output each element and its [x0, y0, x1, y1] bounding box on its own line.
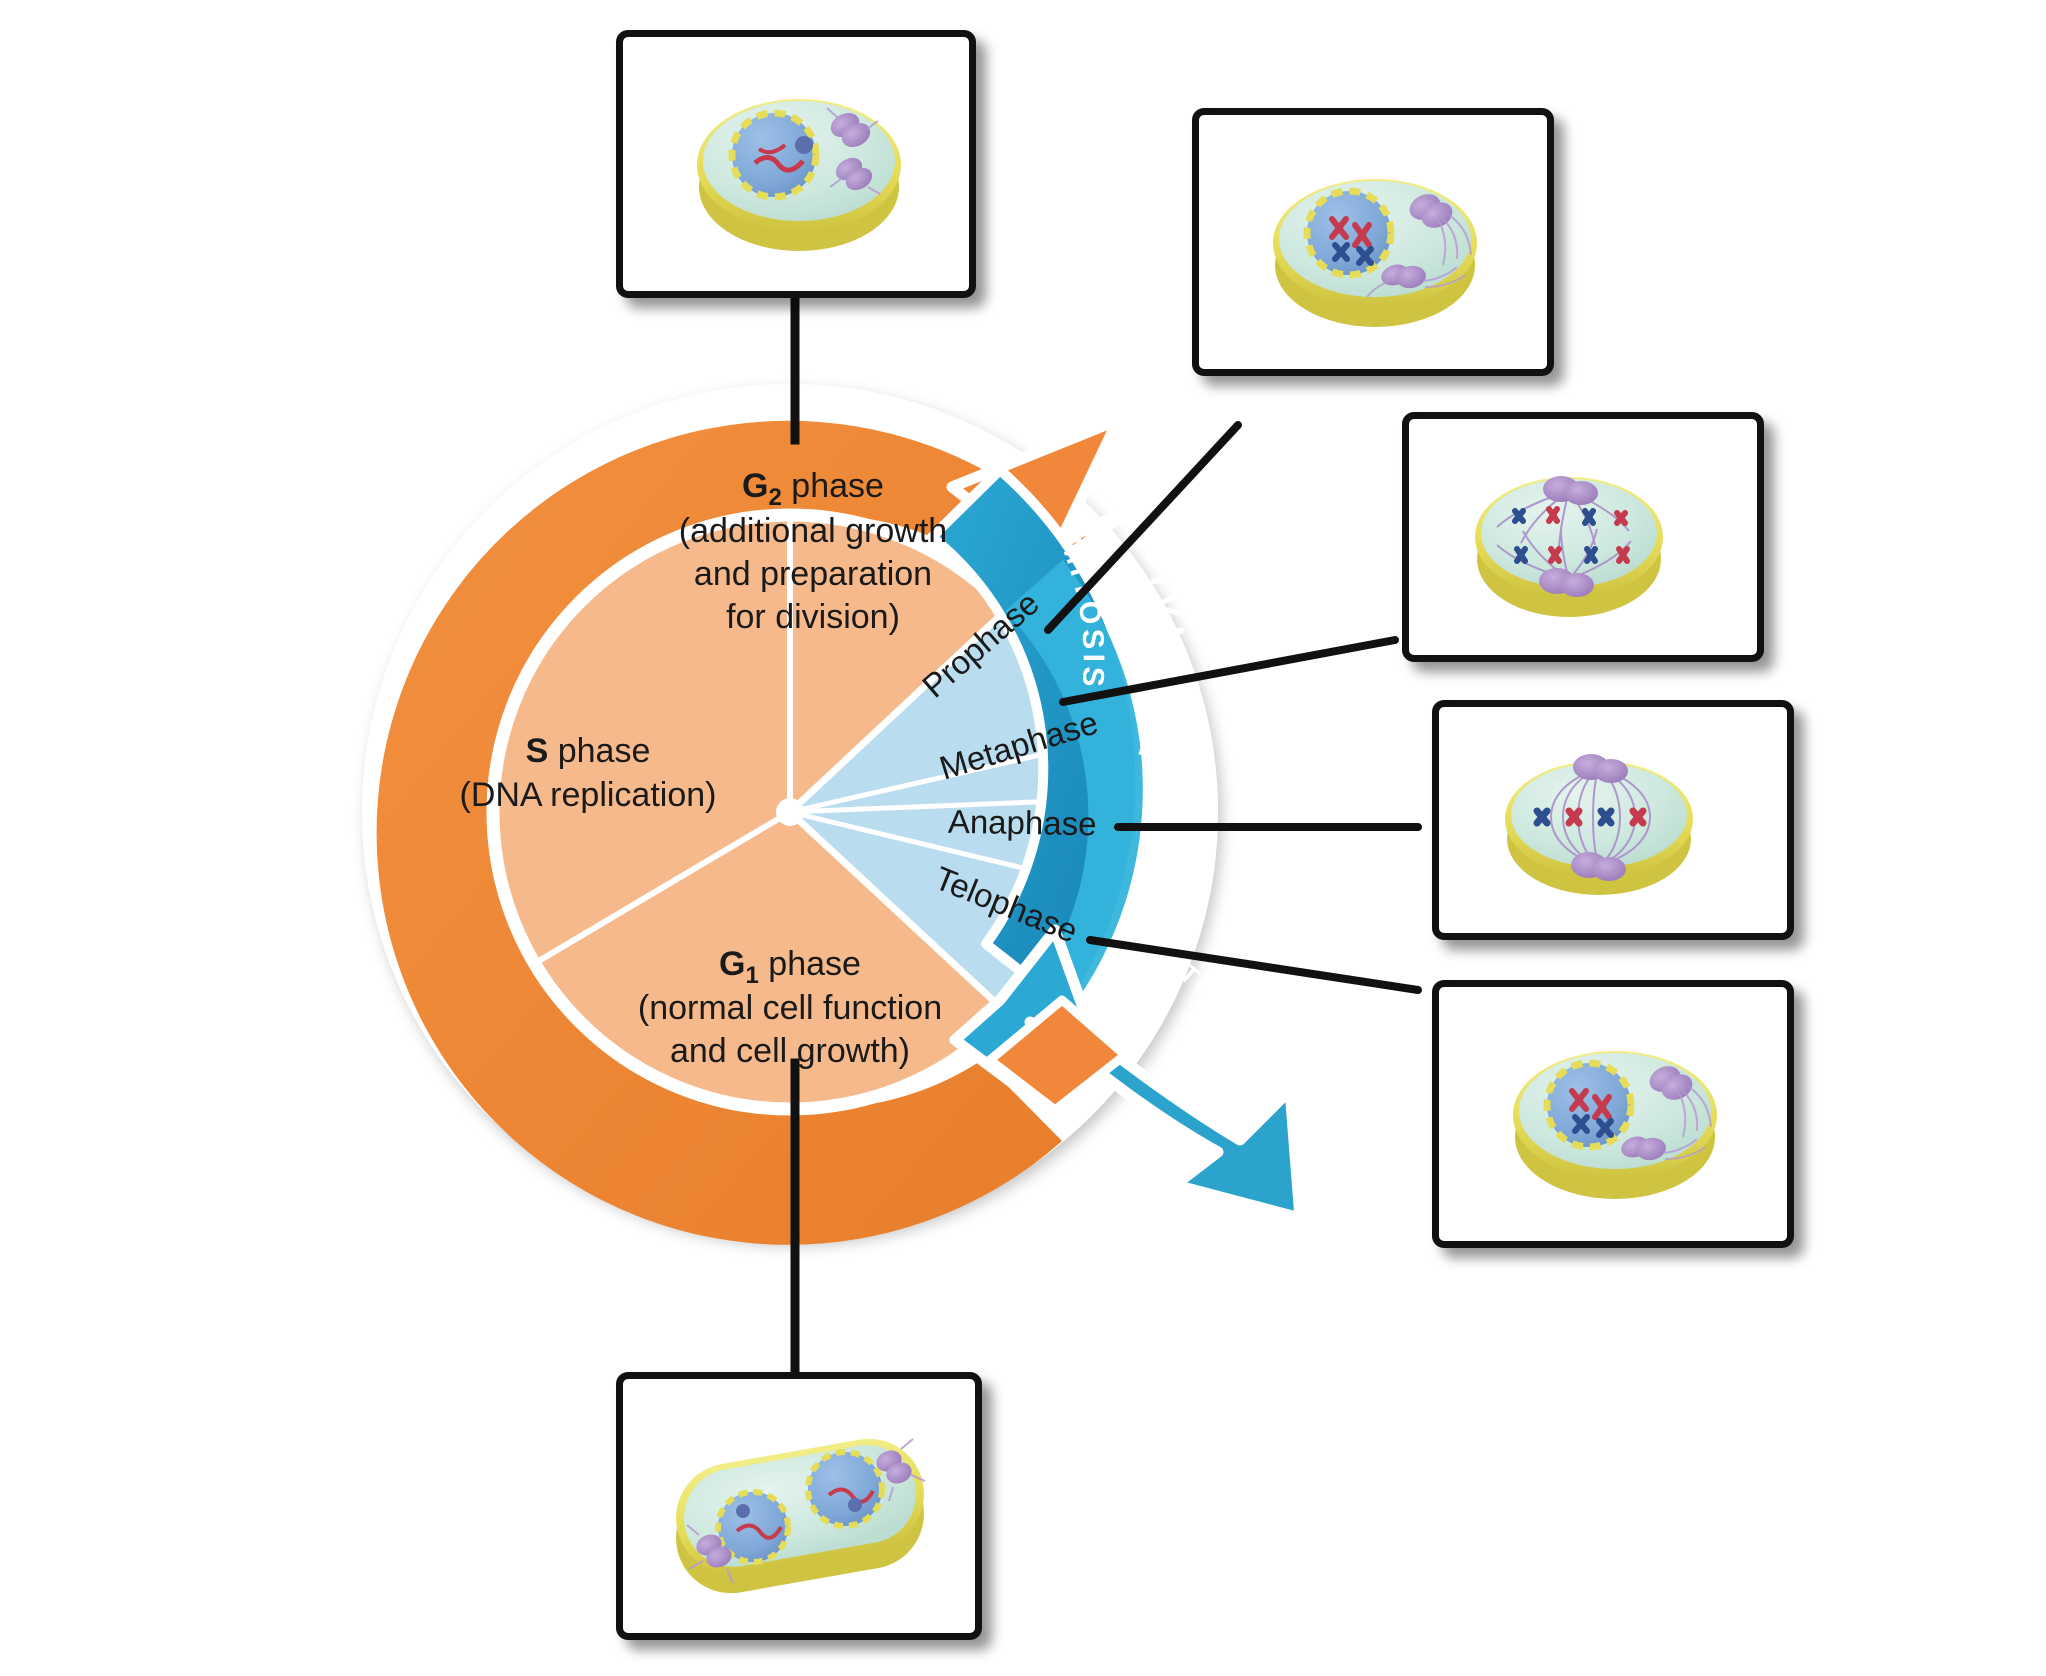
svg-text:G1 phase: G1 phase — [719, 945, 861, 989]
cell-image-box-metaphase — [1432, 700, 1794, 940]
s-sector-label: S phase (DNA replication) — [460, 732, 717, 814]
cell-image-box-telophase — [1432, 980, 1794, 1248]
mitosis-label-anaphase: Anaphase — [948, 803, 1097, 843]
telophase-cell-illustration — [1513, 1051, 1717, 1199]
svg-text:(normal cell function: (normal cell function — [638, 989, 942, 1027]
svg-text:and cell growth): and cell growth) — [670, 1032, 910, 1070]
interphase-ring-label: INTERPHASE — [219, 553, 292, 878]
prophase-cell-illustration — [1273, 179, 1477, 327]
g1-cell-illustration — [676, 1438, 926, 1594]
g2-sector-label: G2 phase (additional growth and preparat… — [679, 467, 947, 636]
g1-sector-label: G1 phase (normal cell function and cell … — [638, 945, 942, 1070]
svg-text:G2 phase: G2 phase — [742, 467, 884, 511]
cell-image-box-g1 — [616, 1372, 982, 1640]
svg-text:and preparation: and preparation — [694, 555, 932, 593]
mitosis-band — [1005, 560, 1143, 1016]
metaphase-cell-illustration — [1505, 754, 1693, 895]
svg-text:S phase: S phase — [526, 732, 651, 770]
cell-image-box-prophase — [1192, 108, 1554, 376]
cell-image-box-g2 — [616, 30, 976, 298]
g2-cell-illustration — [697, 99, 901, 251]
interphase-bottom-arrowhead — [985, 995, 1130, 1115]
interphase-ring — [376, 420, 1062, 1245]
svg-text:(DNA replication): (DNA replication) — [460, 776, 717, 814]
leader-lines-mitosis — [1044, 421, 1422, 994]
cell-image-box-anaphase — [1402, 412, 1764, 662]
svg-text:for division): for division) — [726, 598, 900, 636]
anaphase-cell-illustration — [1475, 476, 1663, 617]
svg-text:(additional growth: (additional growth — [679, 512, 947, 550]
mitosis-sectors — [776, 608, 1085, 1019]
